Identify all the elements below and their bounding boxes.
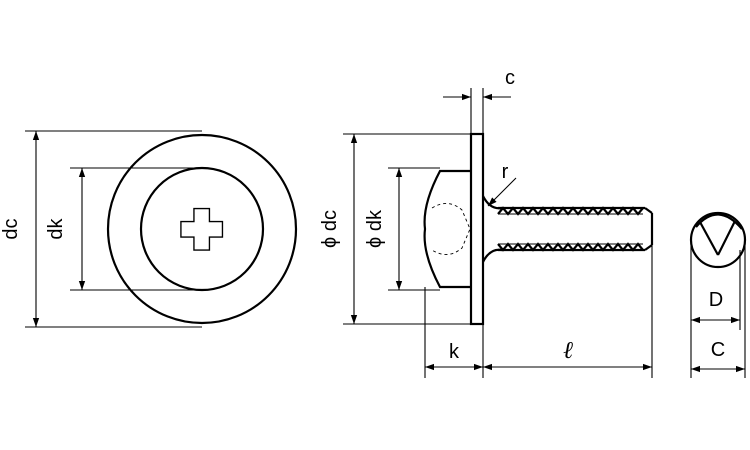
- phi-dc-label: ϕ dc: [319, 210, 341, 248]
- side-view: ϕ dc ϕ dk c r k ℓ: [319, 67, 654, 378]
- thread-top: [497, 206, 644, 216]
- D-label: D: [709, 289, 723, 311]
- r-label: r: [502, 161, 509, 183]
- recess-detail-view: D C: [689, 211, 747, 378]
- washer-outer-circle: [106, 133, 298, 325]
- l-label: ℓ: [563, 338, 573, 364]
- dome-head: [423, 169, 471, 289]
- thread-bottom: [497, 242, 644, 252]
- head-circle: [139, 166, 265, 292]
- shank-chamfer-top: [644, 207, 653, 214]
- dc-front-label: dc: [0, 218, 22, 239]
- detail-outer-circle: [689, 211, 747, 269]
- c-label: c: [505, 67, 515, 89]
- phi-dk-label: ϕ dk: [364, 209, 386, 248]
- C-label: C: [711, 339, 725, 361]
- recess-hidden-line: [431, 203, 471, 255]
- front-view: dc dk: [0, 130, 298, 328]
- detail-recess-diagonal-2: [717, 220, 736, 256]
- shank-chamfer-bottom: [644, 244, 653, 251]
- neck-fillet-bottom: [482, 248, 503, 263]
- dk-front-label: dk: [45, 217, 67, 239]
- phillips-cross-recess-icon: [180, 207, 224, 251]
- washer-flange: [469, 132, 485, 326]
- k-label: k: [449, 341, 460, 363]
- r-leader-line: [487, 177, 517, 207]
- detail-recess-diagonal: [699, 221, 719, 256]
